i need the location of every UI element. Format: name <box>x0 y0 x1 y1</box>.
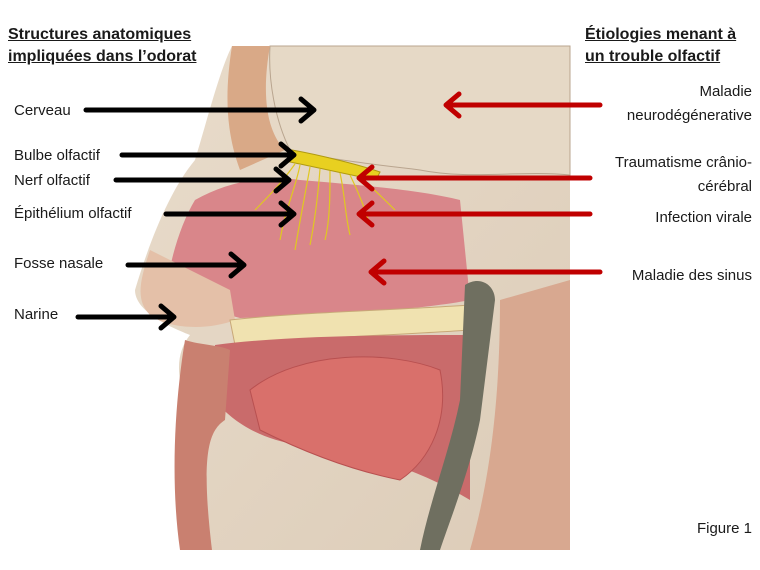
pharynx <box>420 280 495 550</box>
left-heading-line-1: Structures anatomiques <box>8 26 192 43</box>
arrow-epithelium-olfactif <box>163 200 297 228</box>
label-narine: Narine <box>14 306 59 323</box>
figure-label: Figure 1 <box>696 520 752 537</box>
left-heading-line-2: impliquées dans l’odorat <box>8 48 197 65</box>
label-line: Traumatisme crânio- <box>615 154 752 171</box>
arrow-cerveau <box>83 96 317 124</box>
right-heading-line-1: Étiologies menant à <box>585 26 737 43</box>
structure-arrows <box>75 96 317 331</box>
left-heading: Structures anatomiques impliquées dans l… <box>8 24 196 68</box>
label-bulbe-olfactif: Bulbe olfactif <box>14 147 100 164</box>
label-line: Maladie <box>699 83 752 100</box>
arrow-narine <box>75 303 177 331</box>
neck-spine <box>470 280 570 550</box>
arrow-infection-virale <box>356 200 593 228</box>
arrow-bulbe-olfactif <box>119 141 297 169</box>
label-infection-virale: Infection virale <box>655 209 752 226</box>
label-maladie-sinus: Maladie des sinus <box>631 267 752 284</box>
label-cerveau: Cerveau <box>14 102 71 119</box>
right-heading: Étiologies menant à un trouble olfactif <box>585 24 736 68</box>
lips-chin <box>174 340 230 550</box>
arrow-maladie-sinus <box>368 258 603 286</box>
label-line: cérébral <box>697 178 752 195</box>
label-line: neurodégénerative <box>626 107 752 124</box>
label-maladie-neurodegenerative: Maladie neurodégénerative <box>627 80 752 128</box>
label-fosse-nasale: Fosse nasale <box>14 255 104 272</box>
label-epithelium-olfactif: Épithélium olfactif <box>14 205 132 222</box>
arrow-maladie-neurodegenerative <box>443 91 603 119</box>
etiology-arrows <box>356 91 603 286</box>
tongue <box>249 356 444 481</box>
arrow-fosse-nasale <box>125 251 247 279</box>
right-heading-line-2: un trouble olfactif <box>585 48 721 65</box>
arrow-nerf-olfactif <box>113 166 292 194</box>
arrow-traumatisme <box>356 164 593 192</box>
label-nerf-olfactif: Nerf olfactif <box>14 172 90 189</box>
label-traumatisme: Traumatisme crânio- cérébral <box>615 151 752 199</box>
